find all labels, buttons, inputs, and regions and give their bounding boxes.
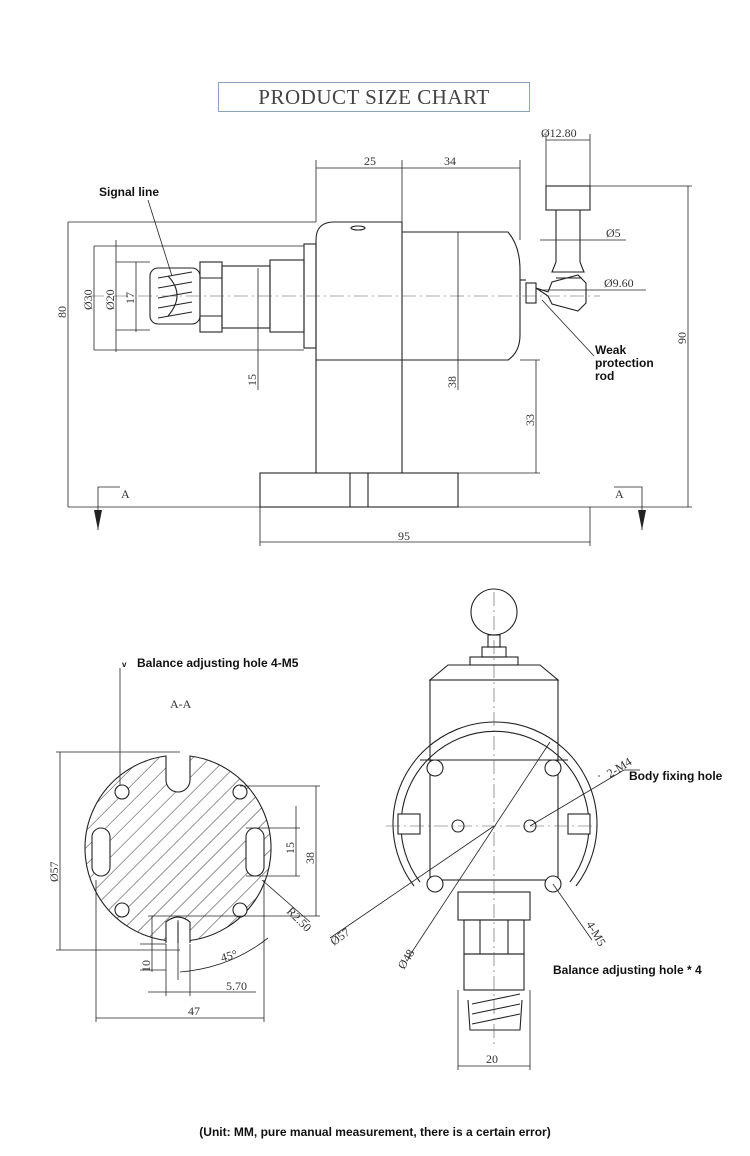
dim-d48: Ø48: [395, 947, 418, 972]
section-marker-right: A: [615, 487, 624, 501]
page-title: PRODUCT SIZE CHART: [218, 82, 530, 112]
section-arrows: [94, 510, 646, 530]
weak-protection-rod: [535, 274, 587, 312]
probe-cylinder: [402, 231, 521, 361]
section-marker-left: A: [121, 487, 130, 501]
top-dimension-lines: [67, 134, 692, 546]
callout-body-fixing-hole: Body fixing hole: [629, 769, 723, 783]
dim-d5: Ø5: [606, 226, 621, 240]
bullet-mark: v: [122, 660, 127, 669]
dim-25: 25: [364, 154, 376, 168]
dim-d20: Ø20: [103, 289, 117, 310]
callout-weak-protection-rod: Weak protection rod: [595, 343, 654, 383]
dim-20: 20: [486, 1052, 498, 1066]
callout-balance-hole-x4: Balance adjusting hole * 4: [553, 963, 702, 977]
dim-90: 90: [675, 332, 689, 344]
body-column: [315, 221, 403, 473]
section-dimension-lines: [56, 668, 320, 1022]
dim-17: 17: [123, 292, 137, 304]
dim-47: 47: [188, 1004, 200, 1018]
front-dimension-lines: [329, 741, 640, 1070]
dim-5-70: 5.70: [226, 979, 247, 993]
dim-d57-left: Ø57: [47, 861, 61, 882]
section-view-a-a: [84, 755, 272, 943]
callout-balance-hole-4m5: Balance adjusting hole 4-M5: [137, 656, 299, 670]
front-view: [386, 588, 600, 1048]
dim-d9-60: Ø9.60: [604, 276, 634, 290]
dim-10: 10: [139, 960, 153, 972]
footer-note: (Unit: MM, pure manual measurement, ther…: [199, 1125, 551, 1139]
dim-80: 80: [55, 306, 69, 318]
section-label-a-a: A-A: [170, 697, 192, 711]
top-dimension-texts: 25 34 Ø12.80 Ø5 Ø9.60 80 Ø30 Ø20 17 15 3…: [55, 126, 689, 543]
dim-d30: Ø30: [81, 289, 95, 310]
side-view: [90, 185, 600, 508]
dim-45-deg: 45°: [219, 947, 239, 965]
dim-r2-50: R2.50: [284, 904, 314, 934]
dim-38: 38: [445, 376, 459, 388]
dim-38-section: 38: [303, 852, 317, 864]
dim-34: 34: [444, 154, 456, 168]
dim-d12-80: Ø12.80: [541, 126, 577, 140]
dim-d57-right: Ø57: [328, 925, 353, 948]
front-dimension-texts: 2-M4 Ø57 Ø48 4-M5 20: [328, 755, 635, 1066]
dim-33: 33: [523, 414, 537, 426]
dim-15-section: 15: [283, 842, 297, 854]
base-plate: [259, 472, 459, 508]
callout-signal-line: Signal line: [99, 185, 160, 199]
stylus-tip: [545, 185, 591, 211]
dim-15: 15: [245, 374, 259, 386]
dim-95: 95: [398, 529, 410, 543]
